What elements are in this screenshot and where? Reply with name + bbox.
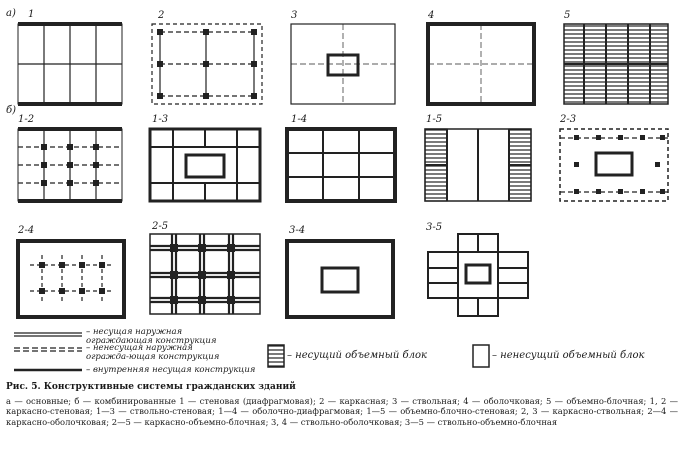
panel-1-5-label: 1-5	[426, 114, 443, 125]
panel-2-4-drawing	[16, 239, 126, 319]
figure-description: а — основные; б — комбинированные 1 — ст…	[6, 396, 678, 427]
row-label-b: б)	[6, 105, 17, 116]
row-label-a: а)	[6, 8, 16, 19]
panel-1-4-label: 1-4	[291, 114, 308, 125]
legend-interior-load-bearing: – внутренняя несущая конструкция	[86, 365, 256, 375]
panel-4-label: 4	[428, 10, 435, 21]
panel-2-5-label: 2-5	[152, 221, 169, 232]
panel-4-drawing	[426, 22, 536, 106]
structural-systems-figure	[14, 22, 669, 372]
panel-3-5-drawing	[427, 233, 529, 317]
panel-1-2-drawing	[17, 127, 123, 203]
panel-3-4-label: 3-4	[289, 225, 306, 236]
panel-2-3-label: 2-3	[560, 114, 577, 125]
legend-symbols	[14, 332, 490, 372]
panel-2-drawing	[151, 23, 263, 105]
panel-3-4-drawing	[285, 239, 395, 319]
panel-1-3-label: 1-3	[152, 114, 169, 125]
panel-2-3-drawing	[559, 128, 669, 202]
panel-1-label: 1	[28, 9, 35, 20]
panel-1-drawing	[17, 22, 123, 106]
panel-3-label: 3	[291, 10, 298, 21]
panel-2-5-drawing	[149, 233, 261, 315]
legend-non-load-bearing-exterior: – ненесущая наружная огражда-ющая констр…	[86, 343, 220, 362]
panel-1-2-label: 1-2	[18, 114, 35, 125]
panel-1-5-drawing	[424, 128, 532, 202]
legend-non-load-bearing-block: – ненесущий объемный блок	[492, 350, 645, 361]
panel-5-label: 5	[564, 10, 571, 21]
panel-5-drawing	[563, 23, 669, 105]
legend-load-bearing-block: – несущий объемный блок	[287, 350, 427, 361]
panel-3-5-label: 3-5	[426, 222, 443, 233]
panel-1-3-drawing	[148, 127, 262, 203]
panel-2-label: 2	[158, 10, 165, 21]
panel-2-4-label: 2-4	[18, 225, 35, 236]
panel-3-drawing	[290, 23, 396, 105]
figure-caption: Рис. 5. Конструктивные системы гражданск…	[6, 382, 296, 392]
legend-load-bearing-exterior: – несущая наружная ограждающая конструкц…	[86, 327, 217, 346]
panel-1-4-drawing	[285, 127, 397, 203]
